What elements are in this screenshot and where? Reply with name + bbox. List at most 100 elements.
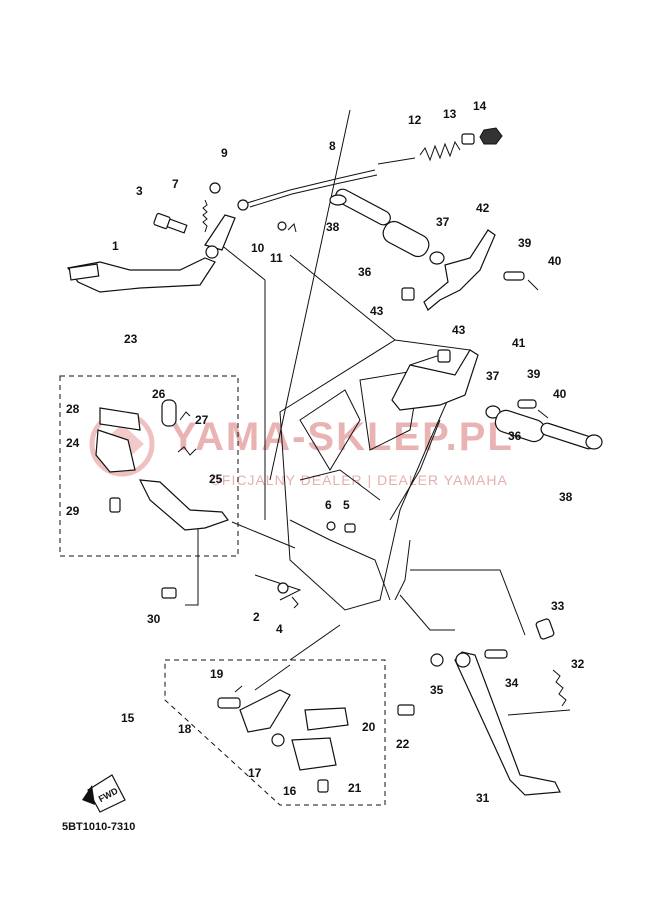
callout: 41 <box>512 336 526 350</box>
watermark-tagline: OFICJALNY DEALER | DEALER YAMAHA <box>210 472 508 488</box>
bracket-41 <box>391 349 479 411</box>
bolt-22 <box>397 704 415 716</box>
pin-9 <box>209 182 221 194</box>
watermark-brand: YAMA-SKLEP.PL <box>170 415 514 459</box>
callout: 40 <box>548 254 562 268</box>
bracket-15 <box>239 689 291 733</box>
callout: 35 <box>430 683 444 697</box>
spring-32 <box>552 669 567 707</box>
callout: 5 <box>343 498 350 512</box>
callout: 36 <box>508 429 522 443</box>
bolt-43-upper <box>401 287 415 301</box>
bolt-5 <box>344 523 356 533</box>
sidestand <box>430 618 567 796</box>
pin-26 <box>161 399 177 427</box>
footrest-16 <box>291 737 337 771</box>
bolt-29 <box>109 497 121 513</box>
callout: 22 <box>396 737 410 751</box>
callout: 2 <box>253 610 260 624</box>
brake-pedal <box>66 214 236 293</box>
footrest-20 <box>304 707 349 731</box>
callout: 18 <box>178 722 192 736</box>
callout: 17 <box>248 766 262 780</box>
clip-4 <box>291 596 299 609</box>
washer-6 <box>326 521 336 531</box>
callout: 11 <box>270 251 283 265</box>
callout: 30 <box>147 612 161 626</box>
footrest-24 <box>95 429 136 473</box>
footrest-rear-group <box>217 685 415 793</box>
joint-13 <box>461 133 475 145</box>
callout: 24 <box>66 436 80 450</box>
footrest-left <box>95 399 229 531</box>
callout: 43 <box>452 323 466 337</box>
group-box-rear-footrest <box>164 659 386 806</box>
callout: 38 <box>326 220 340 234</box>
bracket-42 <box>423 229 496 311</box>
pin-39-lower <box>517 399 537 409</box>
bolt-34 <box>484 649 508 659</box>
cotter-27 <box>179 411 191 421</box>
callout: 4 <box>276 622 283 636</box>
callout: 3 <box>136 184 143 198</box>
callouts: 1 2 3 4 5 6 7 8 9 10 11 12 13 14 15 16 1… <box>66 99 585 805</box>
bolt-43-lower <box>437 349 451 363</box>
callout: 21 <box>348 781 362 795</box>
callout: 8 <box>329 139 336 153</box>
callout: 7 <box>172 177 179 191</box>
callout: 38 <box>559 490 573 504</box>
callout: 29 <box>66 504 80 518</box>
callout: 34 <box>505 676 519 690</box>
catalog-code: 5BT1010-7310 <box>62 821 135 833</box>
group-box-footrest-left <box>59 375 239 557</box>
callout: 13 <box>443 107 457 121</box>
cotter-40-upper <box>527 279 539 291</box>
callout: 10 <box>251 241 265 255</box>
callout: 43 <box>370 304 384 318</box>
washer-37-upper <box>429 251 445 265</box>
washer-2 <box>277 582 289 594</box>
callout: 26 <box>152 387 166 401</box>
spring-25 <box>177 446 197 456</box>
callout: 37 <box>486 369 500 383</box>
callout: 28 <box>66 402 80 416</box>
callout: 15 <box>121 711 135 725</box>
nut-14 <box>479 127 503 145</box>
washer-10 <box>277 221 287 231</box>
callout: 23 <box>124 332 138 346</box>
callout: 9 <box>221 146 228 160</box>
frame <box>279 339 471 611</box>
footrest-lower <box>391 349 603 450</box>
bracket-left <box>138 479 229 531</box>
callout: 16 <box>283 784 297 798</box>
callout: 19 <box>210 667 224 681</box>
footrest-upper <box>329 188 539 311</box>
pin-19 <box>234 685 243 693</box>
brake-rod <box>237 157 416 211</box>
callout: 39 <box>518 236 532 250</box>
callout: 1 <box>112 239 119 253</box>
bracket-33 <box>535 618 555 640</box>
callout: 6 <box>325 498 332 512</box>
callout: 20 <box>362 720 376 734</box>
callout: 12 <box>408 113 422 127</box>
callout: 36 <box>358 265 372 279</box>
footrest-28 <box>99 407 141 431</box>
callout: 40 <box>553 387 567 401</box>
bolt-21 <box>317 779 329 793</box>
callout: 37 <box>436 215 450 229</box>
leader-lines <box>185 109 571 716</box>
callout: 25 <box>209 472 223 486</box>
callout: 33 <box>551 599 565 613</box>
callout: 39 <box>527 367 541 381</box>
callout: 31 <box>476 791 490 805</box>
cotter-40-lower <box>537 409 549 419</box>
callout: 32 <box>571 657 585 671</box>
callout: 27 <box>195 413 209 427</box>
pedal-bolt <box>153 212 188 234</box>
callout: 14 <box>473 99 487 113</box>
adjuster-spring <box>419 140 461 162</box>
fwd-arrow-icon: FWD <box>82 774 126 813</box>
bolt-30 <box>161 587 177 599</box>
